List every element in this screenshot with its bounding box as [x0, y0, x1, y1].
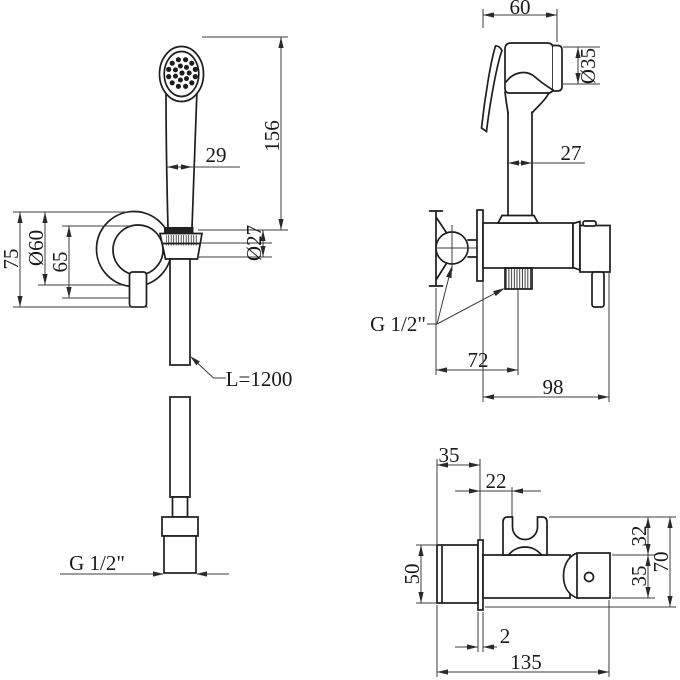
dim-shower-length: 156: [260, 120, 284, 152]
valve-front-view: G 1/2" 72 98: [370, 209, 611, 402]
set-screw-hole: [583, 571, 595, 583]
dim-holder-height: 32: [627, 526, 651, 547]
sprayer-dimensions: 60 Ø35 27: [482, 0, 600, 166]
dim-height-75: 75: [0, 249, 23, 270]
dim-face-diameter: Ø35: [576, 48, 600, 84]
inlet-crosshair: [435, 225, 477, 271]
valve-handle-lever: [591, 271, 605, 308]
sprayer-view: 60 Ø35 27: [480, 0, 600, 223]
valve-end-block: [579, 224, 611, 273]
hose-lower-segment: [169, 396, 191, 498]
dim-holder-offset: 22: [486, 469, 507, 493]
dim-holder-diameter: Ø27: [242, 225, 266, 261]
dim-overall-length: 135: [510, 650, 542, 674]
dim-body-height: 35: [627, 566, 651, 587]
top-body: [482, 554, 571, 599]
dim-overall-height: 70: [649, 552, 673, 573]
dim-recess: 35: [439, 443, 460, 467]
shower-handle-body: [166, 91, 197, 228]
spray-nozzle-dots: [166, 57, 198, 89]
valve-top-dimensions: 35 22 50 32 35 70 2 135: [400, 443, 676, 677]
dim-head-depth: 60: [510, 0, 531, 19]
label-hose-length: L=1200: [226, 367, 293, 391]
shower-handle-edges: [165, 90, 198, 229]
shower-head-face: [163, 50, 200, 98]
valve-joint: [572, 220, 581, 272]
recessed-cylinder: [436, 544, 479, 604]
dim-body-diameter: 50: [400, 564, 424, 585]
valve-lever: [128, 271, 148, 308]
holder-fork-base-arc: [507, 546, 543, 556]
sprayer-trigger: [480, 45, 503, 134]
holder-fork: [502, 516, 548, 556]
holder-nut-band: [164, 227, 194, 234]
outlet-thread: [504, 267, 533, 290]
sprayer-handle-edges: [507, 111, 533, 223]
hose-upper-segment: [169, 258, 191, 366]
inlet-pipe: [467, 239, 478, 258]
swivel-cap: [562, 552, 578, 599]
valve-flange: [476, 209, 484, 282]
dim-sprayer-handle-width: 27: [561, 141, 582, 165]
valve-top-button: [582, 220, 597, 227]
dim-flange-thickness: 2: [500, 624, 511, 648]
hose-end-nut: [161, 516, 199, 537]
valve-top-view: 35 22 50 32 35 70 2 135: [400, 443, 676, 677]
label-valve-thread: G 1/2": [370, 312, 426, 336]
hand-shower-view: 29 156 Ø27 Ø60 65 75 L=1200 G 1/2": [0, 36, 293, 577]
hose-end-neck: [171, 496, 189, 518]
sprayer-inner-contour: [505, 71, 554, 91]
dim-plate-diameter: Ø60: [24, 230, 48, 266]
valve-front-dimensions: G 1/2" 72 98: [370, 266, 610, 402]
dim-overall-depth: 98: [543, 375, 564, 399]
valve-body: [482, 222, 574, 269]
hand-shower-dimensions: 29 156 Ø27 Ø60 65 75 L=1200 G 1/2": [0, 36, 293, 577]
dim-inlet-to-outlet: 72: [468, 348, 489, 372]
holder-knurling: [166, 235, 197, 246]
hose-end-fitting: [163, 535, 197, 574]
dim-handle-width: 29: [206, 143, 227, 167]
label-hose-thread: G 1/2": [69, 551, 125, 575]
sprayer-face: [553, 44, 563, 92]
dim-height-65: 65: [48, 252, 72, 273]
handle-base-flare: [496, 214, 540, 224]
